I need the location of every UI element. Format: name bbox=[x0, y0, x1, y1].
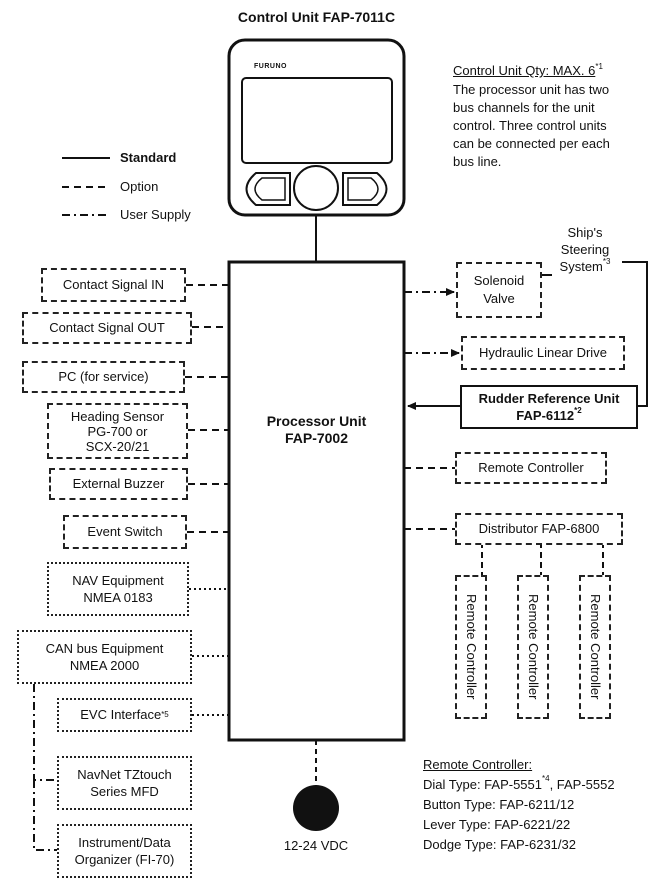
external-buzzer-box: External Buzzer bbox=[49, 468, 188, 500]
qty-footnote: *1 bbox=[595, 62, 603, 71]
evc-interface-box: EVC Interface*5 bbox=[57, 698, 192, 732]
heading-sensor-box: Heading Sensor PG-700 or SCX-20/21 bbox=[47, 403, 188, 459]
remote-note-line: Button Type: FAP-6211/12 bbox=[423, 797, 575, 812]
processor-unit-label: Processor Unit FAP-7002 bbox=[229, 413, 404, 447]
hydraulic-linear-drive-box: Hydraulic Linear Drive bbox=[461, 336, 625, 370]
can-line: CAN bus Equipment bbox=[45, 641, 164, 656]
rudder-model: FAP-6112*2 bbox=[516, 406, 582, 424]
evc-label: EVC Interface bbox=[80, 707, 162, 722]
contact-signal-in-box: Contact Signal IN bbox=[41, 268, 186, 302]
navnet-line: NavNet TZtouch bbox=[77, 767, 172, 782]
nav-line: NAV Equipment bbox=[72, 573, 164, 588]
rudder-name: Rudder Reference Unit bbox=[478, 391, 620, 406]
distributor-box: Distributor FAP-6800 bbox=[455, 513, 623, 545]
processor-name: Processor Unit bbox=[266, 413, 367, 429]
remote-note-heading: Remote Controller: bbox=[423, 757, 533, 772]
legend-user-supply: User Supply bbox=[120, 207, 191, 222]
steering-line: Ship's bbox=[567, 225, 603, 240]
pc-box: PC (for service) bbox=[22, 361, 185, 393]
instrument-data-organizer-box: Instrument/Data Organizer (FI-70) bbox=[57, 824, 192, 878]
contact-signal-out-box: Contact Signal OUT bbox=[22, 312, 192, 344]
brand-logo: FURUNO bbox=[254, 63, 287, 70]
steering-line: Steering bbox=[560, 242, 610, 257]
remote-controller-note: Remote Controller: Dial Type: FAP-5551*4… bbox=[423, 755, 615, 855]
remote-controller-vertical-1: Remote Controller bbox=[455, 575, 487, 719]
power-label: 12-24 VDC bbox=[283, 838, 349, 853]
evc-footnote: *5 bbox=[161, 710, 169, 719]
nav-equipment-box: NAV Equipment NMEA 0183 bbox=[47, 562, 189, 616]
rudder-footnote: *2 bbox=[574, 406, 582, 415]
dial-footnote: *4 bbox=[542, 774, 550, 783]
qty-note-line: bus channels for the unit bbox=[453, 100, 595, 115]
qty-note-line: control. Three control units bbox=[453, 118, 607, 133]
control-unit-graphic bbox=[227, 38, 406, 217]
nav-line: NMEA 0183 bbox=[83, 590, 153, 605]
can-line: NMEA 2000 bbox=[69, 658, 140, 673]
remote-note-line: Lever Type: FAP-6221/22 bbox=[423, 817, 571, 832]
solenoid-valve-box: Solenoid Valve bbox=[456, 262, 542, 318]
steering-system-label: Ship's Steering System*3 bbox=[545, 224, 625, 275]
qty-heading: Control Unit Qty: MAX. 6 bbox=[453, 63, 596, 78]
processor-model: FAP-7002 bbox=[284, 430, 349, 446]
remote-controller-vertical-3: Remote Controller bbox=[579, 575, 611, 719]
steering-footnote: *3 bbox=[602, 257, 611, 266]
can-bus-equipment-box: CAN bus Equipment NMEA 2000 bbox=[17, 630, 192, 684]
navnet-line: Series MFD bbox=[90, 784, 159, 799]
heading-sensor-line: SCX-20/21 bbox=[85, 438, 150, 454]
qty-note-body: The processor unit has two bus channels … bbox=[453, 81, 610, 171]
solenoid-line: Valve bbox=[483, 291, 515, 306]
instrument-line: Instrument/Data bbox=[78, 835, 171, 850]
qty-note-line: The processor unit has two bbox=[453, 82, 610, 97]
instrument-line: Organizer (FI-70) bbox=[74, 852, 175, 867]
steering-line: System*3 bbox=[559, 257, 611, 275]
remote-controller-vertical-2: Remote Controller bbox=[517, 575, 549, 719]
event-switch-box: Event Switch bbox=[63, 515, 187, 549]
legend-standard: Standard bbox=[120, 150, 177, 165]
legend-option: Option bbox=[120, 179, 159, 194]
remote-note-line: Dodge Type: FAP-6231/32 bbox=[423, 837, 576, 852]
solenoid-line: Solenoid bbox=[473, 273, 525, 288]
remote-controller-box: Remote Controller bbox=[455, 452, 607, 484]
remote-note-dial: Dial Type: FAP-5551*4, FAP-5552 bbox=[423, 774, 615, 793]
qty-note-line: bus line. bbox=[453, 154, 502, 169]
heading-sensor-line: PG-700 or bbox=[87, 423, 148, 439]
rudder-reference-unit-box: Rudder Reference Unit FAP-6112*2 bbox=[460, 385, 638, 429]
heading-sensor-line: Heading Sensor bbox=[70, 408, 165, 424]
qty-note-line: can be connected per each bbox=[453, 136, 610, 151]
page-title: Control Unit FAP-7011C bbox=[237, 9, 396, 25]
navnet-mfd-box: NavNet TZtouch Series MFD bbox=[57, 756, 192, 810]
control-unit-qty-note: Control Unit Qty: MAX. 6*1 bbox=[453, 63, 603, 79]
